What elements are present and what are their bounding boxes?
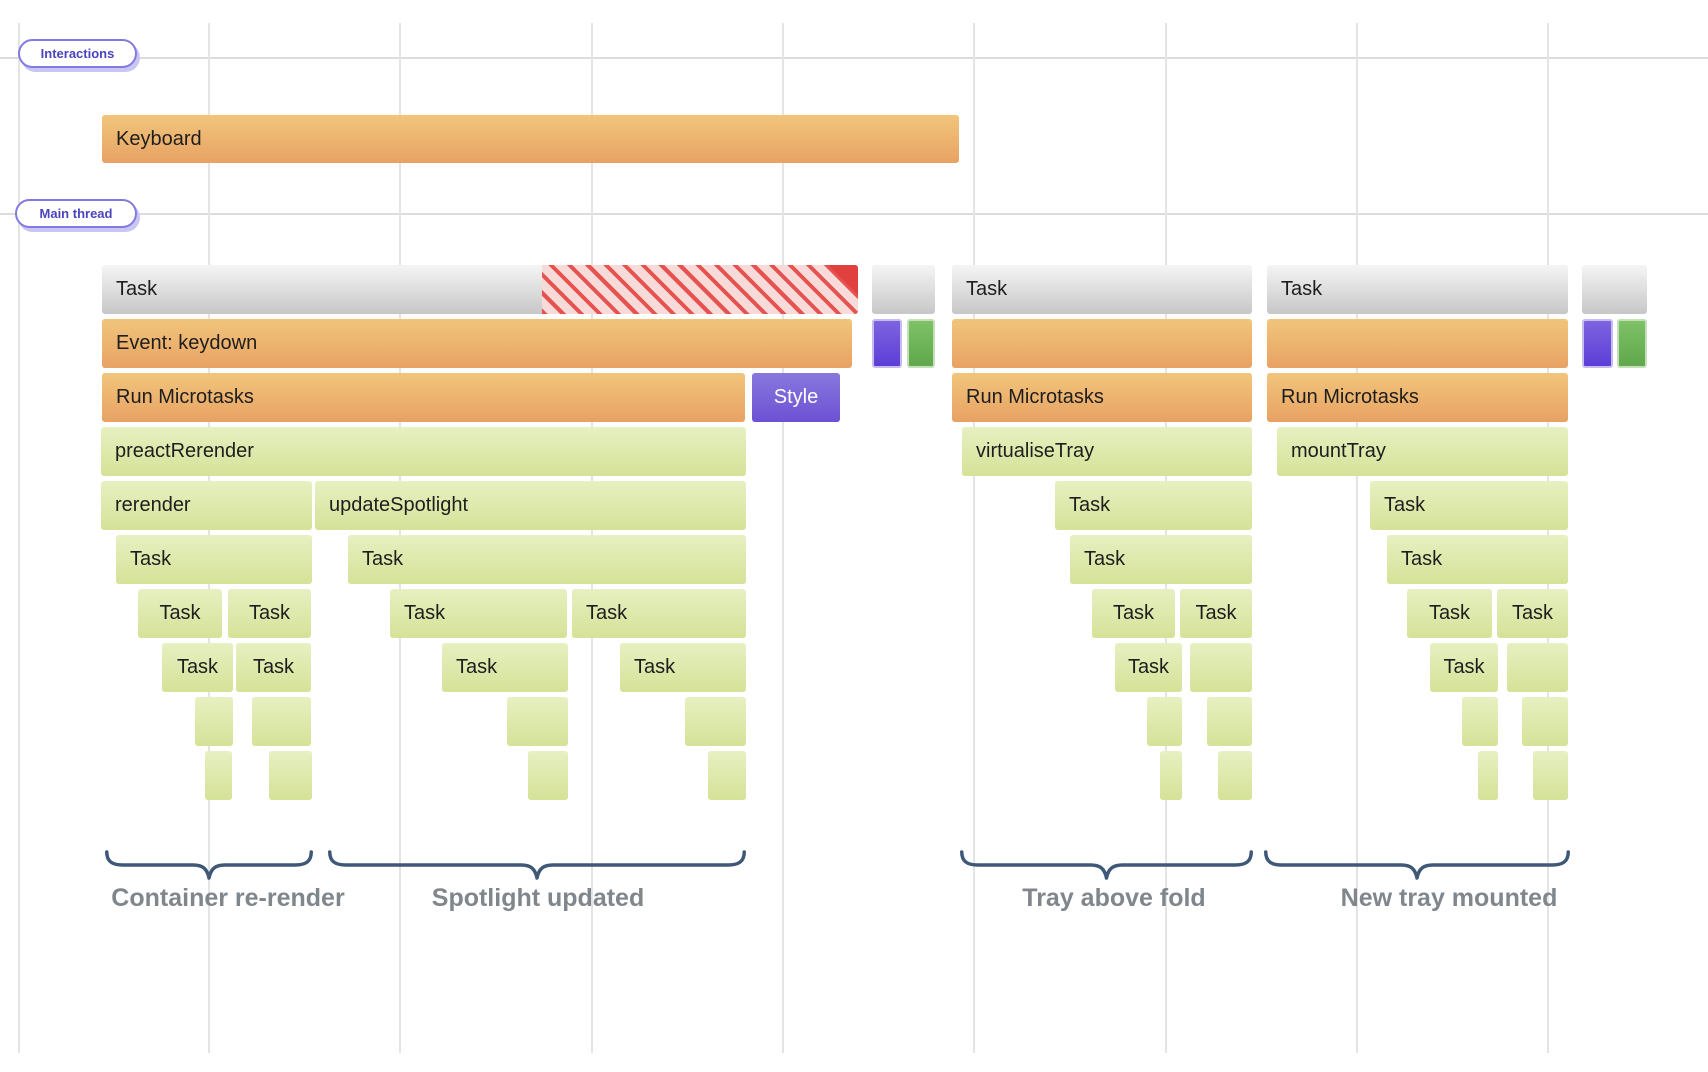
flame-bar-task[interactable]: Task xyxy=(1407,589,1492,638)
long-task-hatch-overlay xyxy=(542,265,858,314)
flame-bar[interactable] xyxy=(195,697,233,746)
flame-bar[interactable] xyxy=(205,751,232,800)
track-label-interactions[interactable]: Interactions xyxy=(18,39,137,68)
flame-bar[interactable] xyxy=(1507,643,1568,692)
flame-bar-updatespotlight[interactable]: updateSpotlight xyxy=(315,481,746,530)
flame-bar-task[interactable]: Task xyxy=(162,643,233,692)
flame-bar[interactable] xyxy=(1147,697,1182,746)
annotation-brace-spotlight-updated xyxy=(328,850,746,882)
flame-bar-task[interactable]: Task xyxy=(390,589,567,638)
track-label-main-thread[interactable]: Main thread xyxy=(15,199,137,228)
flame-bar-event-keydown[interactable]: Event: keydown xyxy=(102,319,852,368)
flame-bar-mounttray[interactable]: mountTray xyxy=(1277,427,1568,476)
flame-bar-task[interactable]: Task xyxy=(348,535,746,584)
annotation-label-spotlight-updated: Spotlight updated xyxy=(431,884,645,912)
flame-bar-rerender[interactable]: rerender xyxy=(101,481,312,530)
flame-bar[interactable] xyxy=(1478,751,1498,800)
flame-bar[interactable] xyxy=(952,319,1252,368)
flame-bar-task[interactable]: Task xyxy=(1055,481,1252,530)
flame-bar[interactable] xyxy=(507,697,568,746)
flame-bar-task[interactable]: Task xyxy=(138,589,222,638)
flame-bar-task[interactable]: Task xyxy=(1180,589,1252,638)
flame-bar-task[interactable]: Task xyxy=(228,589,311,638)
flame-bar[interactable] xyxy=(252,697,311,746)
flame-bar-task[interactable]: Task xyxy=(116,535,312,584)
gridline-horizontal xyxy=(0,57,1708,59)
flame-bar[interactable] xyxy=(1190,643,1252,692)
annotation-label-container-re-render: Container re-render xyxy=(111,884,345,912)
flame-bar[interactable] xyxy=(528,751,568,800)
gridline-vertical xyxy=(1356,23,1358,1053)
flame-bar[interactable] xyxy=(1207,697,1252,746)
flame-bar[interactable] xyxy=(872,265,935,314)
flame-bar[interactable] xyxy=(1160,751,1182,800)
flame-bar[interactable] xyxy=(907,319,935,368)
flame-bar[interactable] xyxy=(1462,697,1498,746)
flame-bar[interactable] xyxy=(1218,751,1252,800)
flame-bar-virtualisetray[interactable]: virtualiseTray xyxy=(962,427,1252,476)
flame-bar[interactable] xyxy=(1582,265,1647,314)
flame-bar-run-microtasks[interactable]: Run Microtasks xyxy=(1267,373,1568,422)
flame-bar-run-microtasks[interactable]: Run Microtasks xyxy=(102,373,745,422)
gridline-vertical xyxy=(973,23,975,1053)
flame-bar-keyboard[interactable]: Keyboard xyxy=(102,115,959,163)
flame-bar[interactable] xyxy=(872,319,902,368)
flame-bar[interactable] xyxy=(685,697,746,746)
flame-bar[interactable] xyxy=(1533,751,1568,800)
annotation-brace-tray-above-fold xyxy=(960,850,1253,882)
flame-bar[interactable] xyxy=(1522,697,1568,746)
flame-bar-preactrerender[interactable]: preactRerender xyxy=(101,427,746,476)
flame-bar[interactable] xyxy=(269,751,312,800)
annotation-label-tray-above-fold: Tray above fold xyxy=(1022,884,1206,912)
annotation-label-new-tray-mounted: New tray mounted xyxy=(1340,884,1558,912)
flame-bar-task[interactable]: Task xyxy=(1370,481,1568,530)
flame-bar-task[interactable]: Task xyxy=(1387,535,1568,584)
annotation-brace-new-tray-mounted xyxy=(1264,850,1570,882)
flame-bar[interactable] xyxy=(1267,319,1568,368)
flame-bar-task[interactable]: Task xyxy=(1092,589,1175,638)
flame-bar-task[interactable]: Task xyxy=(952,265,1252,314)
flame-bar-task[interactable]: Task xyxy=(236,643,311,692)
flame-bar-task[interactable]: Task xyxy=(442,643,568,692)
flame-bar[interactable] xyxy=(1617,319,1647,368)
flame-bar-task[interactable]: Task xyxy=(1267,265,1568,314)
flame-bar-style[interactable]: Style xyxy=(752,373,840,422)
flame-bar-task[interactable]: Task xyxy=(1115,643,1182,692)
flame-bar[interactable] xyxy=(1582,319,1613,368)
gridline-vertical xyxy=(18,23,20,1053)
gridline-vertical xyxy=(782,23,784,1053)
flame-bar-run-microtasks[interactable]: Run Microtasks xyxy=(952,373,1252,422)
gridline-horizontal xyxy=(0,213,1708,215)
flame-bar-task[interactable]: Task xyxy=(572,589,746,638)
annotation-brace-container-re-render xyxy=(105,850,313,882)
flame-bar-task[interactable]: Task xyxy=(620,643,746,692)
flame-bar-task[interactable]: Task xyxy=(1070,535,1252,584)
flame-bar-task[interactable]: Task xyxy=(1497,589,1568,638)
flame-bar[interactable] xyxy=(708,751,746,800)
flame-bar-task[interactable]: Task xyxy=(1430,643,1498,692)
